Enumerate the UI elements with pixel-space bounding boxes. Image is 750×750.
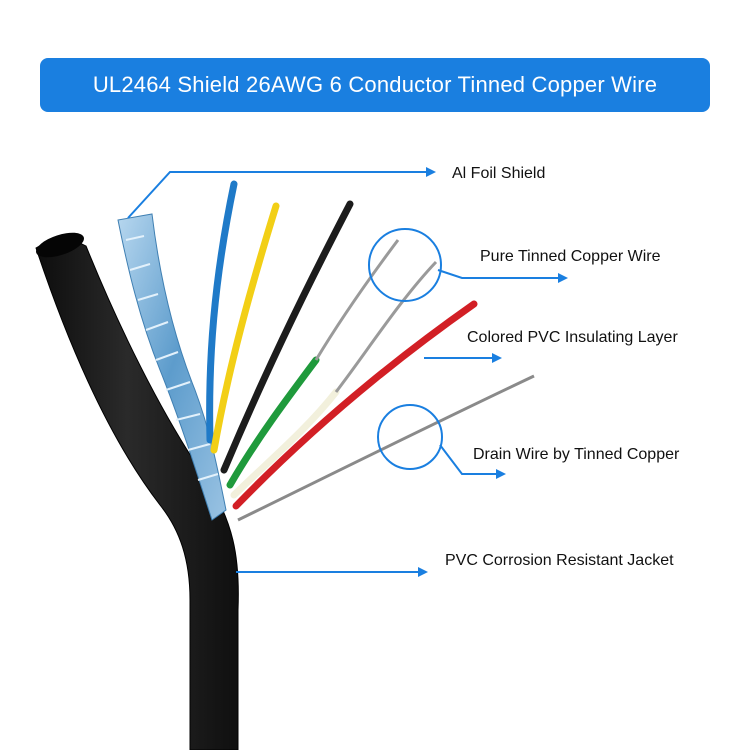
arrow-copper bbox=[437, 269, 568, 283]
label-tinned-copper: Pure Tinned Copper Wire bbox=[480, 248, 661, 265]
strand-upper-2 bbox=[334, 260, 438, 393]
wire-white bbox=[230, 388, 340, 499]
wire-yellow bbox=[210, 202, 280, 454]
pvc-jacket bbox=[35, 239, 239, 750]
wire-black bbox=[220, 200, 354, 474]
arrow-drain bbox=[439, 444, 506, 479]
title-banner: UL2464 Shield 26AWG 6 Conductor Tinned C… bbox=[40, 58, 710, 112]
strand-upper bbox=[314, 239, 400, 361]
foil-wrinkles bbox=[125, 235, 219, 481]
callout-circle-drain bbox=[377, 404, 443, 470]
arrow-foil bbox=[127, 167, 436, 219]
callout-circle-copper bbox=[368, 228, 442, 302]
wire-green bbox=[226, 356, 320, 489]
drain-wire bbox=[237, 374, 535, 522]
wire-red bbox=[232, 300, 478, 510]
jacket-end-opening bbox=[36, 232, 84, 258]
label-jacket: PVC Corrosion Resistant Jacket bbox=[445, 552, 674, 569]
page-title: UL2464 Shield 26AWG 6 Conductor Tinned C… bbox=[92, 72, 658, 97]
label-foil-shield: Al Foil Shield bbox=[452, 165, 546, 182]
wire-blue bbox=[206, 180, 238, 444]
label-pvc-insulation: Colored PVC Insulating Layer bbox=[467, 329, 678, 346]
label-drain-wire: Drain Wire by Tinned Copper bbox=[473, 446, 680, 463]
foil-shield bbox=[117, 213, 227, 521]
